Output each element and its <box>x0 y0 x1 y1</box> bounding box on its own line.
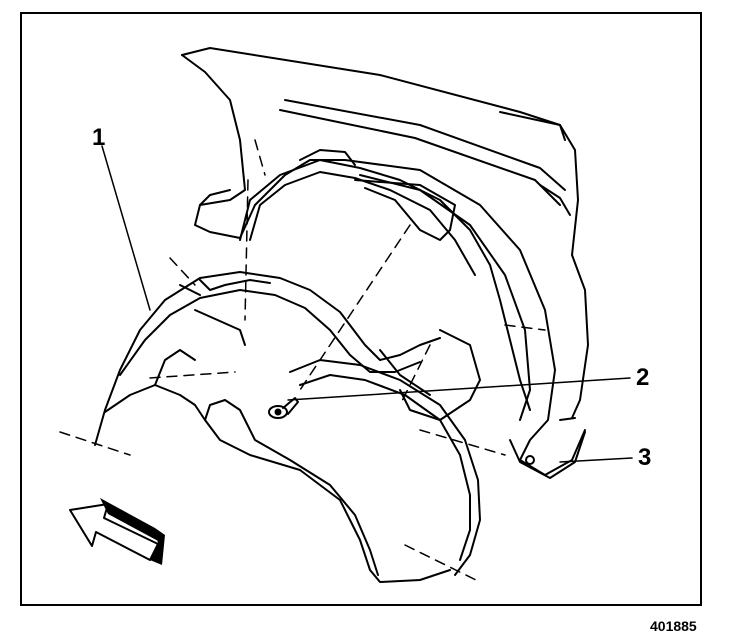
front-wheelhouse-liner <box>94 271 481 583</box>
fender-panel <box>181 47 589 479</box>
diagram-frame <box>20 12 702 606</box>
leader-lines <box>101 145 633 463</box>
push-pin-fastener <box>268 397 299 419</box>
rear-liner-section <box>239 149 531 421</box>
callout-1: 1 <box>92 124 106 151</box>
callout-3: 3 <box>638 444 652 471</box>
figure-number: 401885 <box>650 618 697 634</box>
forward-direction-arrow-icon <box>69 498 165 565</box>
alignment-lines <box>59 139 546 583</box>
callout-2: 2 <box>636 364 650 391</box>
